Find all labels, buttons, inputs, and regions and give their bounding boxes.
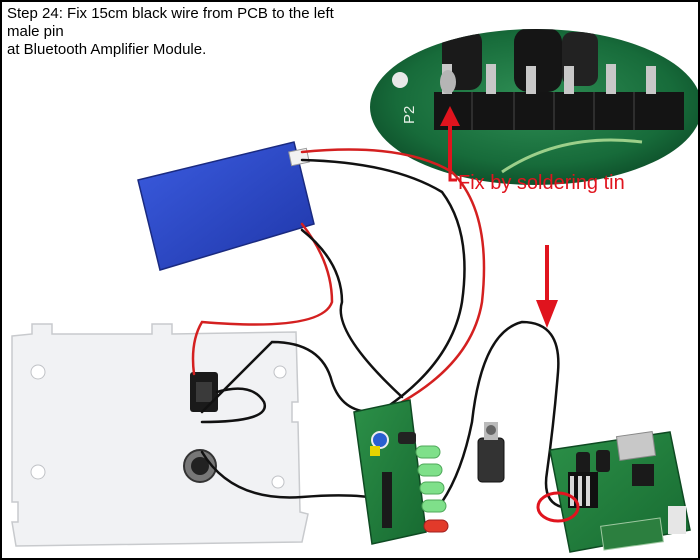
lipo-battery (137, 141, 315, 271)
bluetooth-amplifier-module (549, 431, 691, 553)
solder-point-highlight (536, 491, 580, 523)
step-instruction-line-1: Step 24: Fix 15cm black wire from PCB to… (7, 5, 334, 40)
step-instruction: Step 24: Fix 15cm black wire from PCB to… (7, 5, 347, 59)
callout-arrow-up (440, 106, 460, 182)
pointer-arrow-down (536, 245, 558, 328)
callout-label: Fix by soldering tin (458, 172, 625, 194)
audio-jack (477, 422, 505, 483)
inset-connector-label: P2 (401, 106, 418, 124)
acrylic-panel (11, 323, 309, 547)
step-instruction-line-2: at Bluetooth Amplifier Module. (7, 41, 207, 58)
inset-closeup: P2 (370, 29, 698, 185)
indicator-pcb (353, 399, 449, 545)
